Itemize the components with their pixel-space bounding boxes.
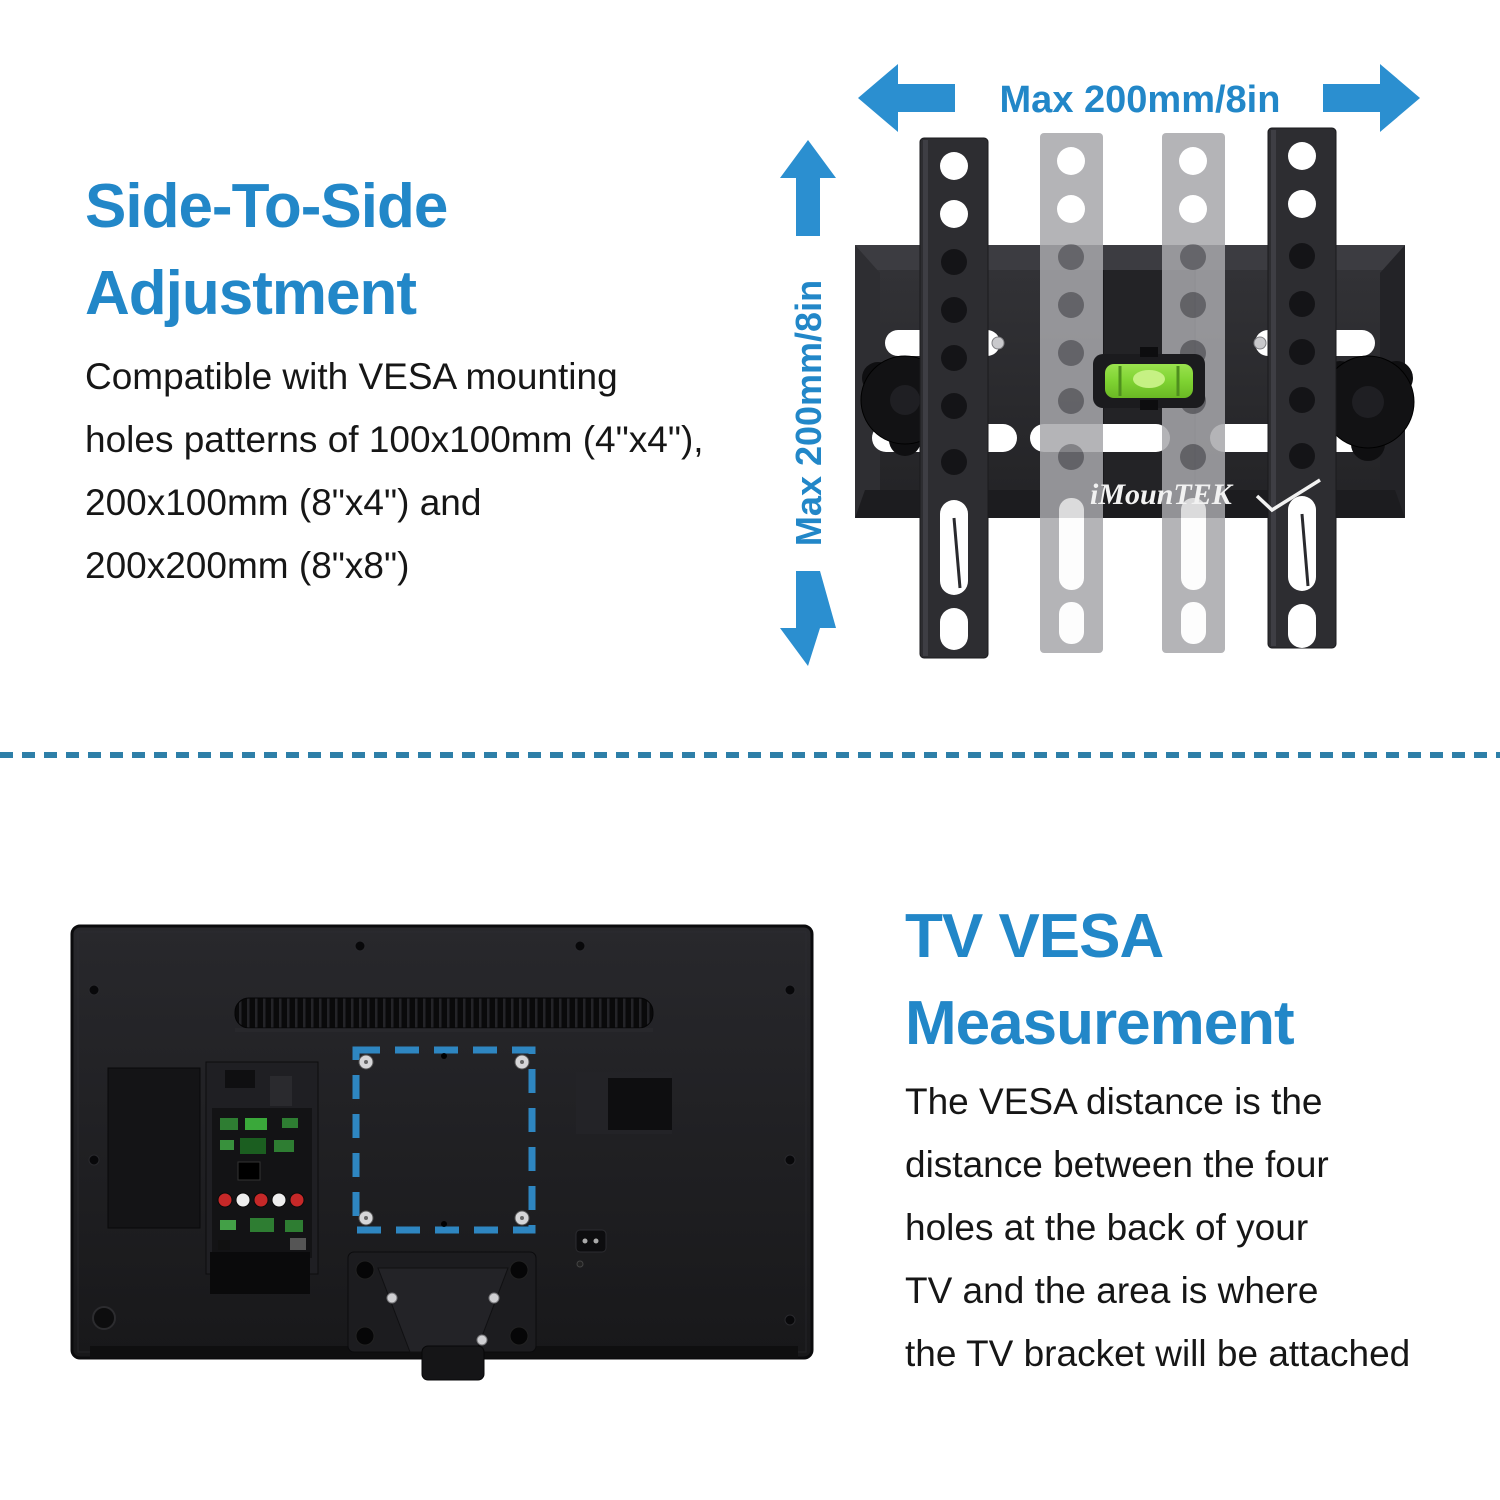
arrow-left-icon (858, 64, 955, 132)
brand-logo-text: iMounTEK (1090, 478, 1234, 511)
screw-boss (92, 1306, 116, 1330)
brand-logo-swoosh-icon (1255, 478, 1321, 513)
dashed-separator (0, 752, 1500, 758)
arrow-up-icon (780, 140, 836, 236)
vertical-range-label: Max 200mm/8in (788, 280, 829, 546)
bottom-heading: TV VESA Measurement (905, 893, 1295, 1067)
top-heading-line2: Adjustment (85, 259, 417, 328)
right-recess-panel (576, 1072, 672, 1134)
left-recess-panel (107, 1067, 201, 1229)
bottom-heading-line2: Measurement (905, 989, 1295, 1058)
connector-panel (205, 1061, 319, 1294)
bracket-arm (919, 137, 989, 659)
bubble-level (1093, 347, 1205, 410)
brand-logo: iMounTEK (1090, 478, 1321, 513)
chassis-screws (88, 940, 796, 1326)
bottom-heading-line1: TV VESA (905, 902, 1164, 971)
bracket-arm (1267, 127, 1337, 649)
lower-cover (210, 1252, 310, 1294)
tv-back-figure (70, 924, 814, 1381)
top-paragraph-line: 200x100mm (8"x4") and (85, 482, 482, 523)
stand-mount (347, 1251, 537, 1381)
top-paragraph-line: holes patterns of 100x100mm (4"x4"), (85, 419, 704, 460)
bottom-paragraph-line: the TV bracket will be attached (905, 1333, 1411, 1374)
top-heading-line1: Side-To-Side (85, 172, 448, 241)
arrow-right-icon (1323, 64, 1420, 132)
arrow-down-icon (780, 571, 836, 666)
ghost-bracket-arm (1040, 133, 1103, 653)
bottom-paragraph-line: TV and the area is where (905, 1270, 1319, 1311)
vesa-area-outline (352, 1046, 536, 1234)
bottom-paragraph-line: distance between the four (905, 1144, 1329, 1185)
bottom-paragraph-line: The VESA distance is the (905, 1081, 1323, 1122)
power-socket (575, 1229, 607, 1268)
stand-foot (421, 1345, 485, 1381)
top-heading: Side-To-Side Adjustment (85, 163, 448, 337)
top-paragraph-line: 200x200mm (8"x8") (85, 545, 410, 586)
vent-grille (234, 997, 654, 1032)
circuit-board (212, 1108, 312, 1258)
av-ports (217, 1192, 305, 1208)
bottom-paragraph: The VESA distance is the distance betwee… (905, 1070, 1410, 1385)
wall-mount-figure: Max 200mm/8in Max 200mm/8in (780, 64, 1420, 666)
top-paragraph: Compatible with VESA mounting holes patt… (85, 345, 704, 597)
vesa-screws (358, 1054, 530, 1226)
bottom-paragraph-line: holes at the back of your (905, 1207, 1309, 1248)
top-paragraph-line: Compatible with VESA mounting (85, 356, 618, 397)
circuit-components (218, 1118, 306, 1250)
horizontal-range-label: Max 200mm/8in (1000, 79, 1281, 121)
